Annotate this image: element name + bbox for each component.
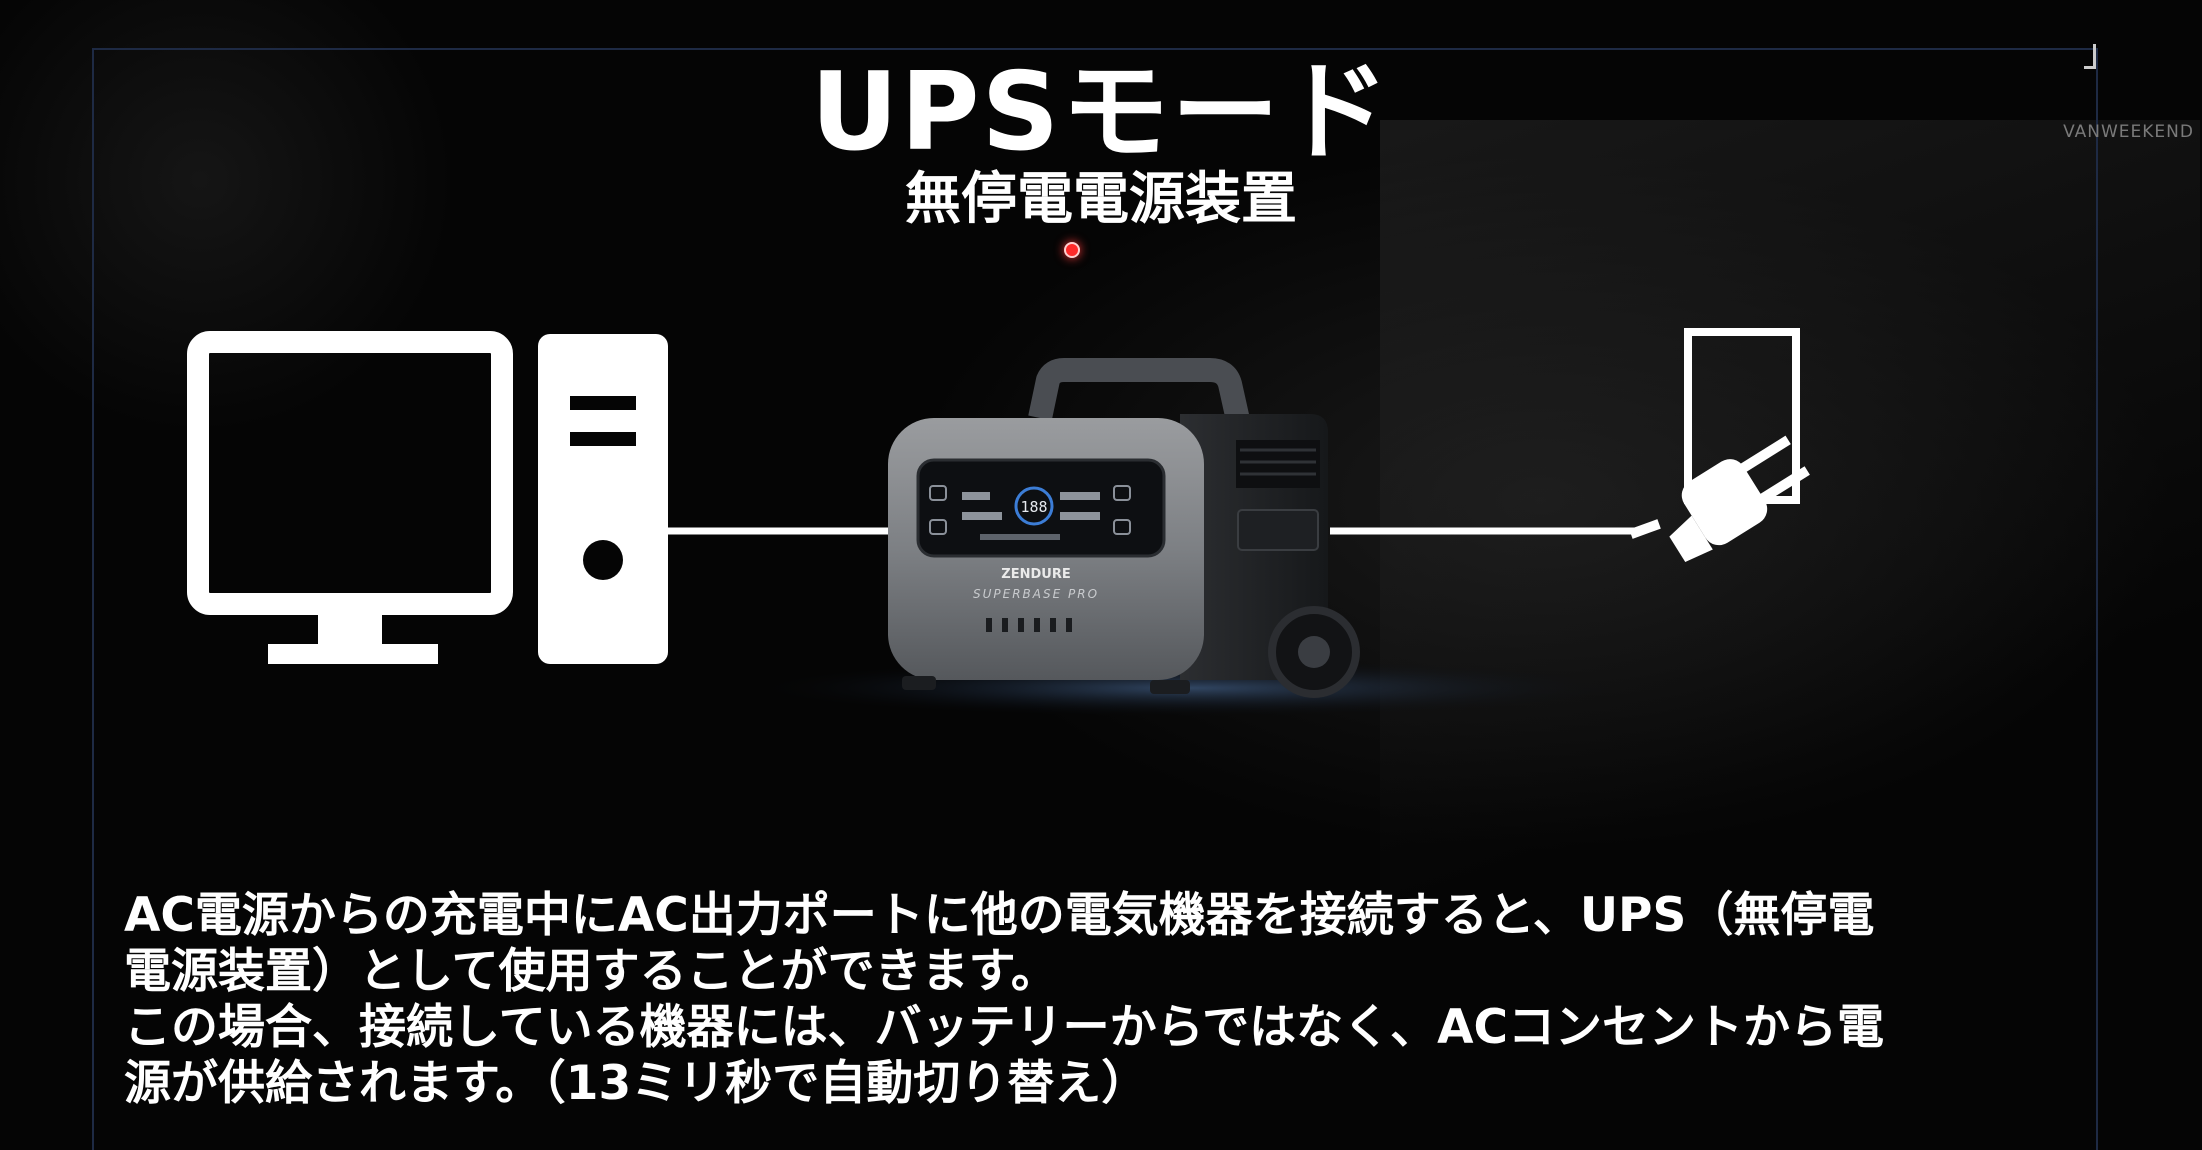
ac-plug-outlet-icon: [1629, 328, 1810, 563]
watermark-brand: VANWEEKEND: [2063, 122, 2194, 142]
display-readout: 188: [1020, 498, 1047, 516]
wheel: [1268, 606, 1360, 698]
device-model: SUPERBASE PRO: [973, 587, 1099, 601]
vent-grille: [1236, 440, 1320, 488]
device-brand: ZENDURE: [1001, 567, 1070, 582]
red-indicator-dot: [1064, 242, 1080, 258]
ac-outlets: [986, 618, 1072, 632]
description-line: 電源装置）として使用することができます。: [124, 944, 1058, 999]
description-line: AC電源からの充電中にAC出力ポートに他の電気機器を接続すると、UPS（無停電: [124, 888, 1875, 943]
slide-title: UPSモード: [810, 50, 1392, 175]
portable-power-station: 188 ZENDURE SUPERBASE PRO: [766, 358, 1612, 716]
ups-diagram: 188 ZENDURE SUPERBASE PRO: [187, 328, 1810, 716]
description-text: AC電源からの充電中にAC出力ポートに他の電気機器を接続すると、UPS（無停電 …: [124, 888, 2084, 1112]
slide-subtitle: 無停電電源装置: [905, 167, 1297, 232]
desktop-computer-icon: [187, 331, 668, 664]
description-line: この場合、接続している機器には、バッテリーからではなく、ACコンセントから電: [124, 1000, 1885, 1055]
corner-mark: [2084, 44, 2096, 69]
slide-frame: [92, 48, 2098, 1150]
description-line: 源が供給されます。（13ミリ秒で自動切り替え）: [124, 1056, 1149, 1111]
